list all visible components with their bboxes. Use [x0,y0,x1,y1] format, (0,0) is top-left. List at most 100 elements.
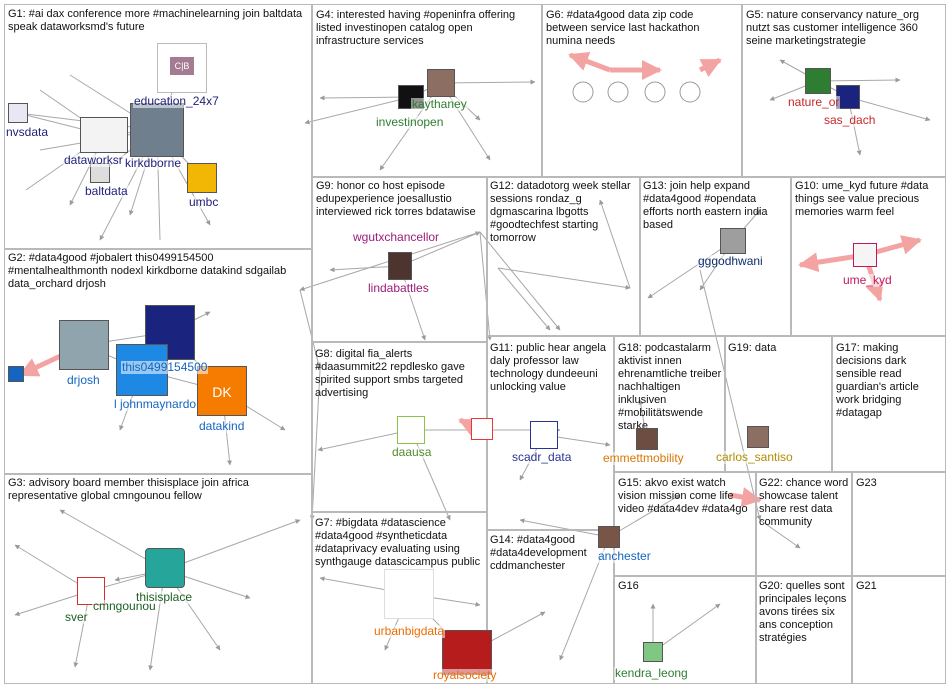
node-daausa[interactable] [397,416,425,444]
node-education-24x7[interactable]: C|B [157,43,207,93]
node-thisisplace[interactable] [145,548,185,588]
group-label-g6: G6: #data4good data zip code between ser… [546,9,700,47]
edge [699,269,762,521]
edge [759,519,801,549]
node-sas-g2[interactable] [8,366,24,382]
edge [299,289,322,371]
node-lindabattles[interactable] [388,252,412,280]
group-label-g12: G12: datadotorg week stellar sessions ro… [490,180,631,244]
edge [479,231,561,331]
node-label-nvsdata: nvsdata [5,125,50,139]
node-emmettmobility[interactable] [636,428,658,450]
group-g10 [791,177,946,336]
node-label-lindabattles: lindabattles [367,281,430,295]
node-label-this0499154500: this0499154500 [121,360,209,374]
group-g5 [742,4,946,177]
node-gggodhwani[interactable] [720,228,746,254]
node-label-royalsociety: royalsociety [432,668,498,682]
edge [399,231,481,267]
node-anchester[interactable] [598,526,620,548]
node-datakind[interactable]: DK [197,366,247,416]
node-label-gggodhwani: gggodhwani [697,254,764,268]
group-g13 [640,177,791,336]
edge [319,95,412,101]
group-label-g16: G16 [618,580,639,592]
group-g20 [756,576,852,684]
node-label-thisisplace: thisisplace [135,590,194,604]
group-label-g19: G19: data [728,342,777,354]
group-label-g21: G21 [856,580,877,592]
node-ume-kyd[interactable] [853,243,877,267]
self-loop [679,81,701,103]
node-kaythaney[interactable] [427,69,455,97]
node-urbanbigdata[interactable] [384,569,434,619]
node-label-datakind: datakind [198,419,246,433]
group-label-g11: G11: public hear angela daly professor l… [490,342,606,393]
edge [647,240,734,299]
group-g18 [614,336,725,472]
node-umbc[interactable] [187,163,217,193]
group-g14 [487,530,614,684]
node-label-johnmaynard: l johnmaynardo [113,397,198,411]
node-label-investinopen: investinopen [375,115,445,129]
edge [519,518,610,538]
group-g22 [756,472,852,576]
group-label-g10: G10: ume_kyd future #data things see val… [795,180,929,218]
node-nature-org[interactable] [805,68,831,94]
edge [440,79,536,85]
heavy-edge [568,51,611,73]
group-label-g1: G1: #ai dax conference more #machinelear… [8,8,303,33]
node-fia[interactable] [471,418,493,440]
group-label-g2: G2: #data4good #jobalert this0499154500 … [8,252,287,290]
node-label-baltdata: baltdata [84,184,129,198]
group-label-g20: G20: quelles sont principales leçons avo… [759,580,847,644]
edge [304,96,412,125]
node-nvsdata[interactable] [8,103,28,123]
edge [847,96,931,122]
group-g19 [725,336,832,472]
node-kendra-leong[interactable] [643,642,663,662]
node-label-umbc: umbc [188,195,220,209]
edge [608,494,681,538]
node-label-kendra-leong: kendra_leong [614,666,689,680]
edge [599,199,631,289]
node-drjosh[interactable] [59,320,109,370]
group-g2 [4,249,312,474]
self-loop [572,81,594,103]
group-g12 [487,177,640,336]
heavy-edge [698,57,722,77]
node-dataworksmd[interactable] [80,117,128,153]
group-g23 [852,472,946,576]
node-royalsociety[interactable] [442,630,492,675]
edge [817,77,901,83]
edge [410,429,451,521]
node-label-nature-org: nature_or [787,95,841,109]
node-label-carlos-santiso: carlos_santiso [715,450,794,464]
edge [164,519,301,571]
node-label-daausa: daausa [391,445,433,459]
self-loop [644,81,666,103]
node-label-urbanbigdata: urbanbigdata [373,624,446,638]
group-label-g9: G9: honor co host episode edupexperience… [316,180,476,218]
group-g7 [312,512,487,684]
group-g21 [852,576,946,684]
node-label-anchester: anchester [597,549,652,563]
group-label-g23: G23 [856,477,877,489]
edge [309,369,321,521]
edge [652,603,721,653]
group-g16 [614,576,756,684]
edge [497,267,551,331]
node-label-kirkdborne: kirkdborne [124,156,183,170]
group-label-g13: G13: join help expand #data4good #openda… [643,180,768,231]
node-label-ume-kyd: ume_kyd [842,273,893,287]
node-scadr-data[interactable] [530,421,558,449]
group-g6 [542,4,742,177]
node-label-sas-dach: sas_dach [823,113,877,127]
node-label-education-24x7: education_24x7 [133,94,220,108]
group-g4 [312,4,542,177]
group-label-g4: G4: interested having #openinfra offerin… [316,9,516,47]
node-kirkdborne[interactable] [130,103,184,157]
group-label-g15: G15: akvo exist watch vision mission com… [618,477,748,515]
node-carlos-santiso[interactable] [747,426,769,448]
